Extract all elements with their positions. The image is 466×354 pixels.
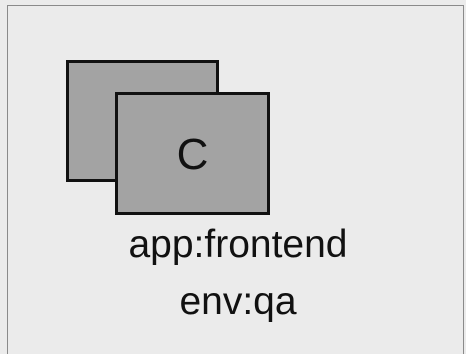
node-label-env: env:qa (179, 280, 297, 323)
node-type-letter: C (176, 129, 209, 179)
stacked-replica-box-front[interactable]: C (115, 92, 270, 215)
node-label-app: app:frontend (128, 223, 348, 266)
